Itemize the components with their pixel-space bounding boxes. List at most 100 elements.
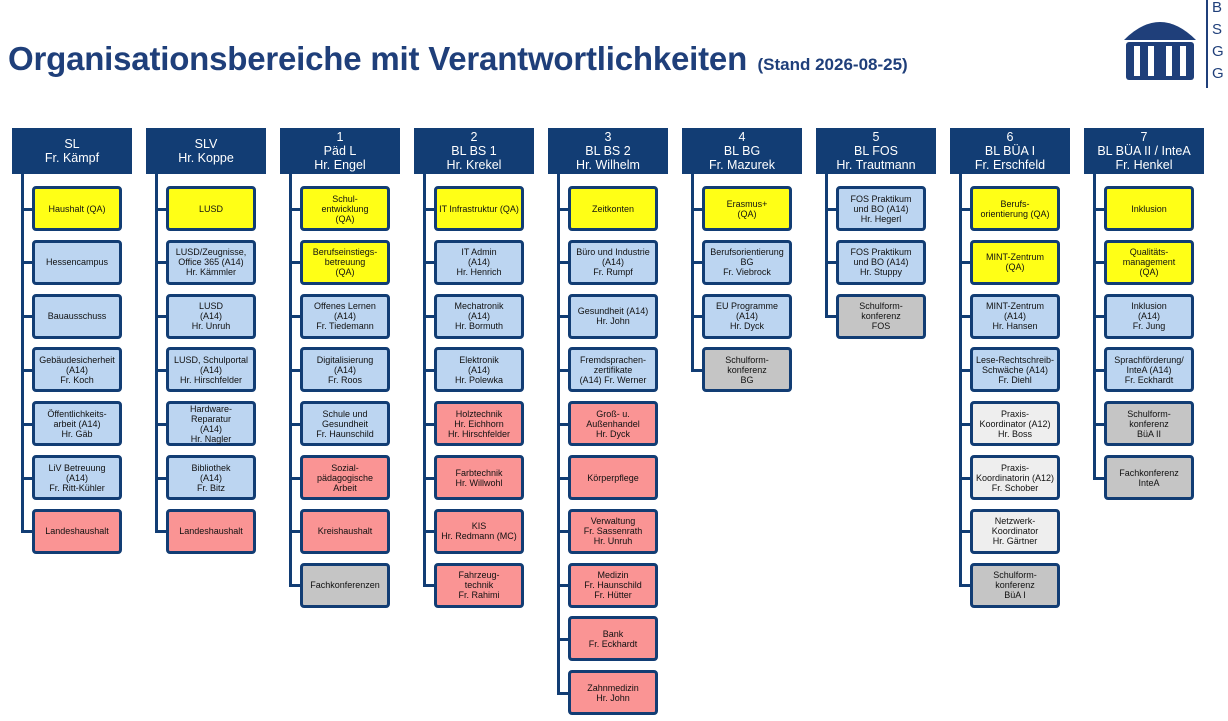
org-unit-label: EU Programme (A14) Hr. Dyck bbox=[715, 301, 778, 332]
header-line: Päd L bbox=[323, 144, 357, 158]
connector-branch bbox=[557, 315, 569, 319]
connector-branch bbox=[557, 207, 569, 211]
logo-letter: G bbox=[1212, 43, 1224, 60]
org-unit-label: Schulform- konferenz FOS bbox=[859, 301, 903, 332]
header-line: BL BG bbox=[723, 144, 761, 158]
org-unit-box: Landeshaushalt bbox=[32, 508, 122, 554]
connector-branch bbox=[825, 261, 837, 265]
org-unit-label: Schul- entwicklung (QA) bbox=[321, 193, 369, 224]
org-unit-box: Büro und Industrie (A14) Fr. Rumpf bbox=[568, 239, 658, 285]
org-unit-label: Hardware-Reparatur (A14) Hr. Nagler bbox=[189, 403, 232, 444]
connector-branch bbox=[423, 315, 435, 319]
header-line: Hr. Trautmann bbox=[836, 158, 916, 172]
org-unit-label: Öffentlichkeits- arbeit (A14) Hr. Gäb bbox=[47, 408, 107, 439]
header-line: Hr. Koppe bbox=[178, 151, 234, 165]
connector-branch bbox=[289, 261, 301, 265]
connector-branch bbox=[155, 315, 167, 319]
org-unit-label: Bank Fr. Eckhardt bbox=[588, 628, 638, 649]
org-unit-box: Lese-Rechtschreib- Schwäche (A14) Fr. Di… bbox=[970, 347, 1060, 393]
logo-letter: B bbox=[1212, 0, 1223, 16]
connector-branch bbox=[21, 315, 33, 319]
connector-branch bbox=[959, 530, 971, 534]
org-unit-label: IT Infrastruktur (QA) bbox=[439, 203, 519, 214]
org-unit-label: Erasmus+ (QA) bbox=[726, 198, 768, 219]
org-unit-box: Gebäudesicherheit (A14) Fr. Koch bbox=[32, 347, 122, 393]
stand-date: (Stand 2026-08-25) bbox=[757, 55, 908, 74]
org-unit-box: LUSD, Schulportal (A14) Hr. Hirschfelder bbox=[166, 347, 256, 393]
org-unit-label: Groß- u. Außenhandel Hr. Dyck bbox=[586, 408, 640, 439]
org-unit-label: FOS Praktikum und BO (A14) Hr. Hegerl bbox=[850, 193, 912, 224]
header-line: SL bbox=[64, 137, 80, 151]
connector-branch bbox=[959, 261, 971, 265]
org-unit-box: Körperpflege bbox=[568, 455, 658, 500]
connector-line bbox=[691, 174, 694, 371]
connector-branch bbox=[557, 368, 569, 372]
connector-branch bbox=[691, 261, 703, 265]
header-line: Hr. Wilhelm bbox=[576, 158, 640, 172]
header-line: Fr. Kämpf bbox=[44, 151, 100, 165]
header-line: BL BÜA I bbox=[984, 144, 1036, 158]
org-unit-label: Digitalisierung (A14) Fr. Roos bbox=[316, 354, 374, 385]
org-unit-box: Qualitäts- management (QA) bbox=[1104, 239, 1194, 285]
org-unit-box: Bauausschuss bbox=[32, 293, 122, 339]
connector-branch bbox=[21, 422, 33, 426]
org-unit-box: Schul- entwicklung (QA) bbox=[300, 186, 390, 231]
connector-branch bbox=[289, 368, 301, 372]
header-line: 6 bbox=[1006, 130, 1014, 144]
org-unit-box: LiV Betreuung (A14) Fr. Ritt-Kühler bbox=[32, 455, 122, 500]
logo-letter: S bbox=[1212, 21, 1223, 38]
connector-line bbox=[155, 174, 158, 533]
org-unit-box: LUSD (A14) Hr. Unruh bbox=[166, 293, 256, 339]
org-unit-label: Offenes Lernen (A14) Fr. Tiedemann bbox=[314, 301, 376, 332]
org-unit-box: Sprachförderung/ InteA (A14) Fr. Eckhard… bbox=[1104, 347, 1194, 393]
header-line: Fr. Erschfeld bbox=[974, 158, 1046, 172]
org-unit-box: Digitalisierung (A14) Fr. Roos bbox=[300, 347, 390, 393]
header-line: 2 bbox=[470, 130, 478, 144]
connector-branch bbox=[423, 422, 435, 426]
connector-branch bbox=[557, 530, 569, 534]
org-unit-label: Landeshaushalt bbox=[45, 526, 109, 537]
org-unit-label: Körperpflege bbox=[587, 472, 639, 483]
connector-branch bbox=[959, 584, 971, 588]
org-unit-label: Gebäudesicherheit (A14) Fr. Koch bbox=[39, 354, 115, 385]
connector-line bbox=[557, 174, 560, 694]
connector-branch bbox=[1093, 422, 1105, 426]
connector-branch bbox=[289, 315, 301, 319]
connector-branch bbox=[155, 207, 167, 211]
org-unit-label: LiV Betreuung (A14) Fr. Ritt-Kühler bbox=[48, 462, 106, 493]
org-unit-label: MINT-Zentrum (A14) Hr. Hansen bbox=[985, 301, 1044, 332]
org-unit-label: Verwaltung Fr. Sassenrath Hr. Unruh bbox=[583, 516, 643, 547]
connector-line bbox=[1093, 174, 1096, 479]
connector-branch bbox=[21, 368, 33, 372]
org-unit-box: LUSD/Zeugnisse, Office 365 (A14) Hr. Käm… bbox=[166, 239, 256, 285]
org-unit-label: Berufsorientierung BG Fr. Viebrock bbox=[710, 247, 784, 278]
connector-branch bbox=[1093, 368, 1105, 372]
org-unit-label: IT Admin (A14) Hr. Henrich bbox=[456, 247, 502, 278]
org-unit-box: Zeitkonten bbox=[568, 186, 658, 231]
org-unit-box: Haushalt (QA) bbox=[32, 186, 122, 231]
org-unit-label: Schulform- konferenz BüA II bbox=[1127, 408, 1171, 439]
org-unit-box: Schulform- konferenz FOS bbox=[836, 293, 926, 339]
org-unit-box: Medizin Fr. Haunschild Fr. Hütter bbox=[568, 562, 658, 608]
connector-branch bbox=[155, 368, 167, 372]
connector-branch bbox=[423, 584, 435, 588]
org-unit-box: Holztechnik Hr. Eichhorn Hr. Hirschfelde… bbox=[434, 401, 524, 447]
org-unit-box: Bibliothek (A14) Fr. Bitz bbox=[166, 455, 256, 500]
org-unit-box: FOS Praktikum und BO (A14) Hr. Hegerl bbox=[836, 186, 926, 231]
org-unit-label: Medizin Fr. Haunschild Fr. Hütter bbox=[584, 570, 642, 601]
connector-branch bbox=[423, 476, 435, 480]
connector-branch bbox=[557, 691, 569, 695]
org-unit-box: Praxis- Koordinatorin (A12) Fr. Schober bbox=[970, 455, 1060, 500]
connector-line bbox=[21, 174, 24, 533]
header-line: 4 bbox=[738, 130, 746, 144]
org-unit-box: FOS Praktikum und BO (A14) Hr. Stuppy bbox=[836, 239, 926, 285]
